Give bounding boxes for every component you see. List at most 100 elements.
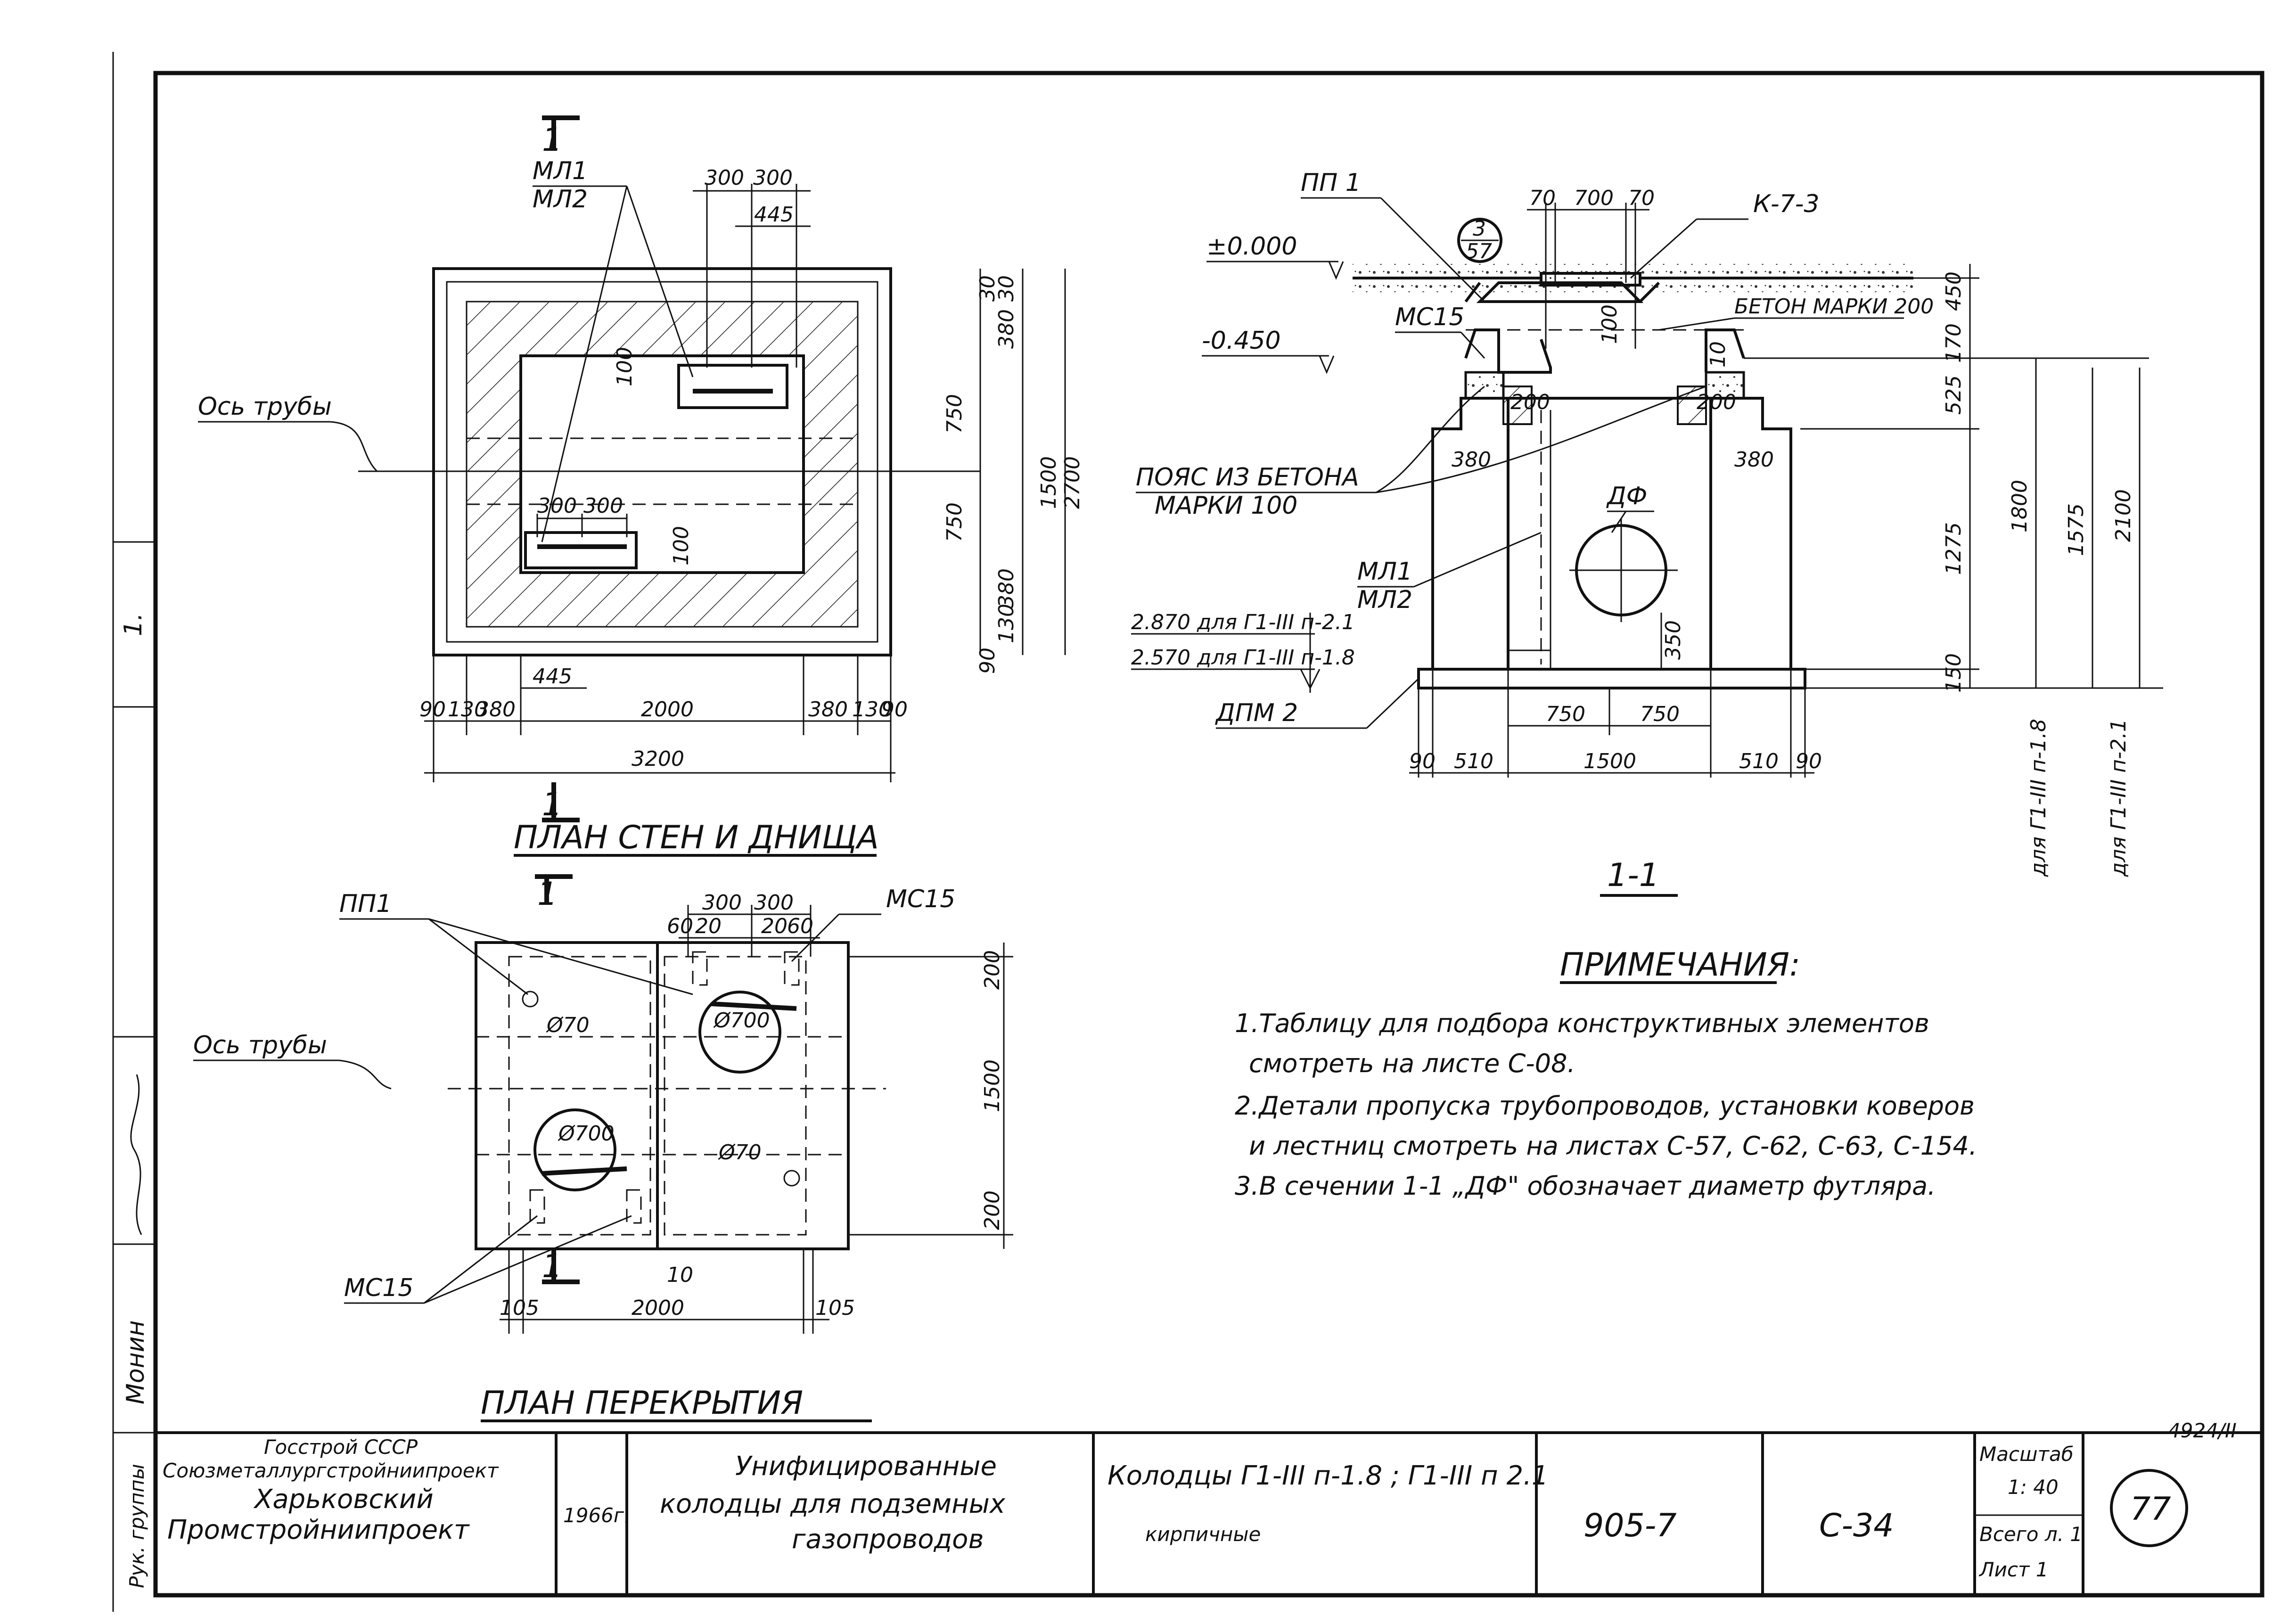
tb-scale-label: Масштаб xyxy=(1979,1443,2074,1466)
label-dpm2: ДПМ 2 xyxy=(1215,699,1298,727)
ladder-ml-bottom xyxy=(524,531,638,569)
callout-top: 3 xyxy=(1473,217,1486,241)
cover-dim-20b: 20 xyxy=(761,914,788,938)
hole-700-bottom xyxy=(533,1108,616,1191)
label-for-2-1: для Г1-III п-2.1 xyxy=(2107,719,2131,877)
label-pp1: ПП1 xyxy=(339,890,392,918)
label-ml1: МЛ1 xyxy=(533,157,588,185)
callout-bottom: 57 xyxy=(1466,239,1492,263)
sec-dim-10: 10 xyxy=(1706,341,1730,368)
dim-top-445: 445 xyxy=(754,203,794,227)
sec-dim-510b: 510 xyxy=(1739,749,1779,773)
tb-org3: Харьковский xyxy=(253,1484,434,1515)
label-for-1-8: для Г1-III п-1.8 xyxy=(2026,719,2051,877)
hole-700-b-label: Ø700 xyxy=(558,1122,615,1146)
stamp-name: Монин xyxy=(122,1321,150,1404)
sec-dim-170: 170 xyxy=(1942,323,1966,363)
dim-right-380a: 380 xyxy=(994,309,1018,349)
title-plan-cover: ПЛАН ПЕРЕКРЫТИЯ xyxy=(481,1385,803,1422)
note-2b: и лестниц смотреть на листах С-57, С-62,… xyxy=(1249,1131,1977,1161)
sec-dim-750b: 750 xyxy=(1640,702,1680,726)
note-3: 3.В сечении 1-1 „ДФ" обозначает диаметр … xyxy=(1235,1171,1936,1201)
cover-dim-200b: 200 xyxy=(980,1190,1004,1230)
tb-year: 1966г. xyxy=(563,1504,630,1527)
title-plan-walls: ПЛАН СТЕН И ДНИЩА xyxy=(514,819,879,856)
hole-70-b-label: Ø70 xyxy=(718,1140,762,1165)
dim-right-2700: 2700 xyxy=(1060,456,1084,509)
label-k73: К-7-3 xyxy=(1753,190,1820,218)
sec-dim-200a: 200 xyxy=(1510,390,1550,414)
sec-dim-1275: 1275 xyxy=(1942,522,1966,575)
cover-dim-105a: 105 xyxy=(500,1296,539,1320)
tb-sheet-number: 77 xyxy=(2130,1491,2171,1528)
label-ml2-sec: МЛ2 xyxy=(1357,586,1412,614)
cover-dim-300a: 300 xyxy=(702,891,742,915)
dim-445-bottom: 445 xyxy=(533,664,572,689)
sec-dim-1575: 1575 xyxy=(2064,503,2088,556)
label-ml2: МЛ2 xyxy=(533,185,588,213)
sec-dim-90b: 90 xyxy=(1796,749,1822,773)
section-1-1: 70 700 70 3 57 350 750 xyxy=(1131,169,2163,897)
sec-dim-100: 100 xyxy=(1598,304,1622,344)
label-ms15-sec: МС15 xyxy=(1395,303,1464,331)
tb-name2: кирпичные xyxy=(1145,1523,1261,1546)
label-concrete: БЕТОН МАРКИ 200 xyxy=(1734,295,1934,319)
tb-org1: Госстрой СССР xyxy=(264,1435,418,1459)
sec-dim-70a: 70 xyxy=(1529,186,1556,210)
label-df: ДФ xyxy=(1606,482,1647,510)
label-zero: ±0.000 xyxy=(1206,232,1297,261)
signature xyxy=(130,1074,142,1235)
dim-right-130: 130 xyxy=(994,604,1018,643)
dim-right-750a: 750 xyxy=(943,394,967,434)
hole-700-a-label: Ø700 xyxy=(713,1009,770,1033)
sec-dim-1500: 1500 xyxy=(1583,749,1636,773)
section-mark-top: 1 xyxy=(542,122,562,159)
tb-org2: Союзметаллургстройниипроект xyxy=(163,1459,499,1482)
dim-inner-300a: 300 xyxy=(537,494,577,518)
dim-right-90: 90 xyxy=(976,648,1000,674)
dim-bottom-90a: 90 xyxy=(419,697,446,722)
cover-dim-60b: 60 xyxy=(787,914,813,938)
label-belt-1: ПОЯС ИЗ БЕТОНА xyxy=(1136,463,1359,492)
label-pipe-axis-walls: Ось трубы xyxy=(198,393,332,421)
sec-dim-90a: 90 xyxy=(1409,749,1436,773)
notes: ПРИМЕЧАНИЯ: 1.Таблицу для подбора констр… xyxy=(1235,946,1977,1201)
dim-inner-300b: 300 xyxy=(583,494,623,518)
stamp-mark: 1. xyxy=(119,613,148,636)
sec-dim-380b: 380 xyxy=(1734,448,1774,472)
label-level-b: 2.570 для Г1-III п-1.8 xyxy=(1131,646,1355,670)
dim-right-380b: 380 xyxy=(994,568,1018,608)
sec-dim-510a: 510 xyxy=(1454,749,1493,773)
dim-right-30b: 30 xyxy=(994,275,1018,302)
callout-circle xyxy=(1457,218,1502,263)
tb-series: 905-7 xyxy=(1583,1507,1677,1544)
dim-bottom-380a: 380 xyxy=(476,697,516,722)
note-2a: 2.Детали пропуска трубопроводов, установ… xyxy=(1235,1091,1975,1121)
tb-sheet-label: Лист 1 xyxy=(1978,1558,2049,1581)
cover-section-mark-top: 1 xyxy=(537,876,558,913)
tb-desc3: газопроводов xyxy=(792,1524,984,1555)
sec-dim-525: 525 xyxy=(1942,375,1966,415)
dim-right-30a: 30 xyxy=(976,275,1000,302)
tb-total: Всего л. 1 xyxy=(1979,1523,2083,1546)
sheet-number-circle xyxy=(2110,1469,2188,1547)
cover-dim-2000: 2000 xyxy=(632,1296,684,1320)
sec-dim-450: 450 xyxy=(1942,271,1966,311)
dim-bottom-130b: 130 xyxy=(852,697,892,722)
tb-name1: Колодцы Г1-III п-1.8 ; Г1-III п 2.1 xyxy=(1108,1460,1549,1491)
tb-sheet-code: С-34 xyxy=(1819,1507,1894,1544)
hole-70-a xyxy=(522,991,539,1008)
tb-org4: Промстройниипроект xyxy=(167,1515,470,1545)
cover-dim-300b: 300 xyxy=(754,891,794,915)
label-pp1-sec: ПП 1 xyxy=(1301,169,1361,197)
label-ms15-top: МС15 xyxy=(886,885,955,913)
tb-scale: 1: 40 xyxy=(2008,1476,2059,1499)
sheet-frame xyxy=(153,71,2264,1598)
dim-100-top: 100 xyxy=(613,347,637,386)
sec-dim-750a: 750 xyxy=(1546,702,1585,726)
sec-dim-700: 700 xyxy=(1574,186,1614,210)
sec-dim-200b: 200 xyxy=(1697,390,1736,414)
notes-heading: ПРИМЕЧАНИЯ: xyxy=(1560,946,1800,984)
label-level-a: 2.870 для Г1-III п-2.1 xyxy=(1131,610,1355,634)
